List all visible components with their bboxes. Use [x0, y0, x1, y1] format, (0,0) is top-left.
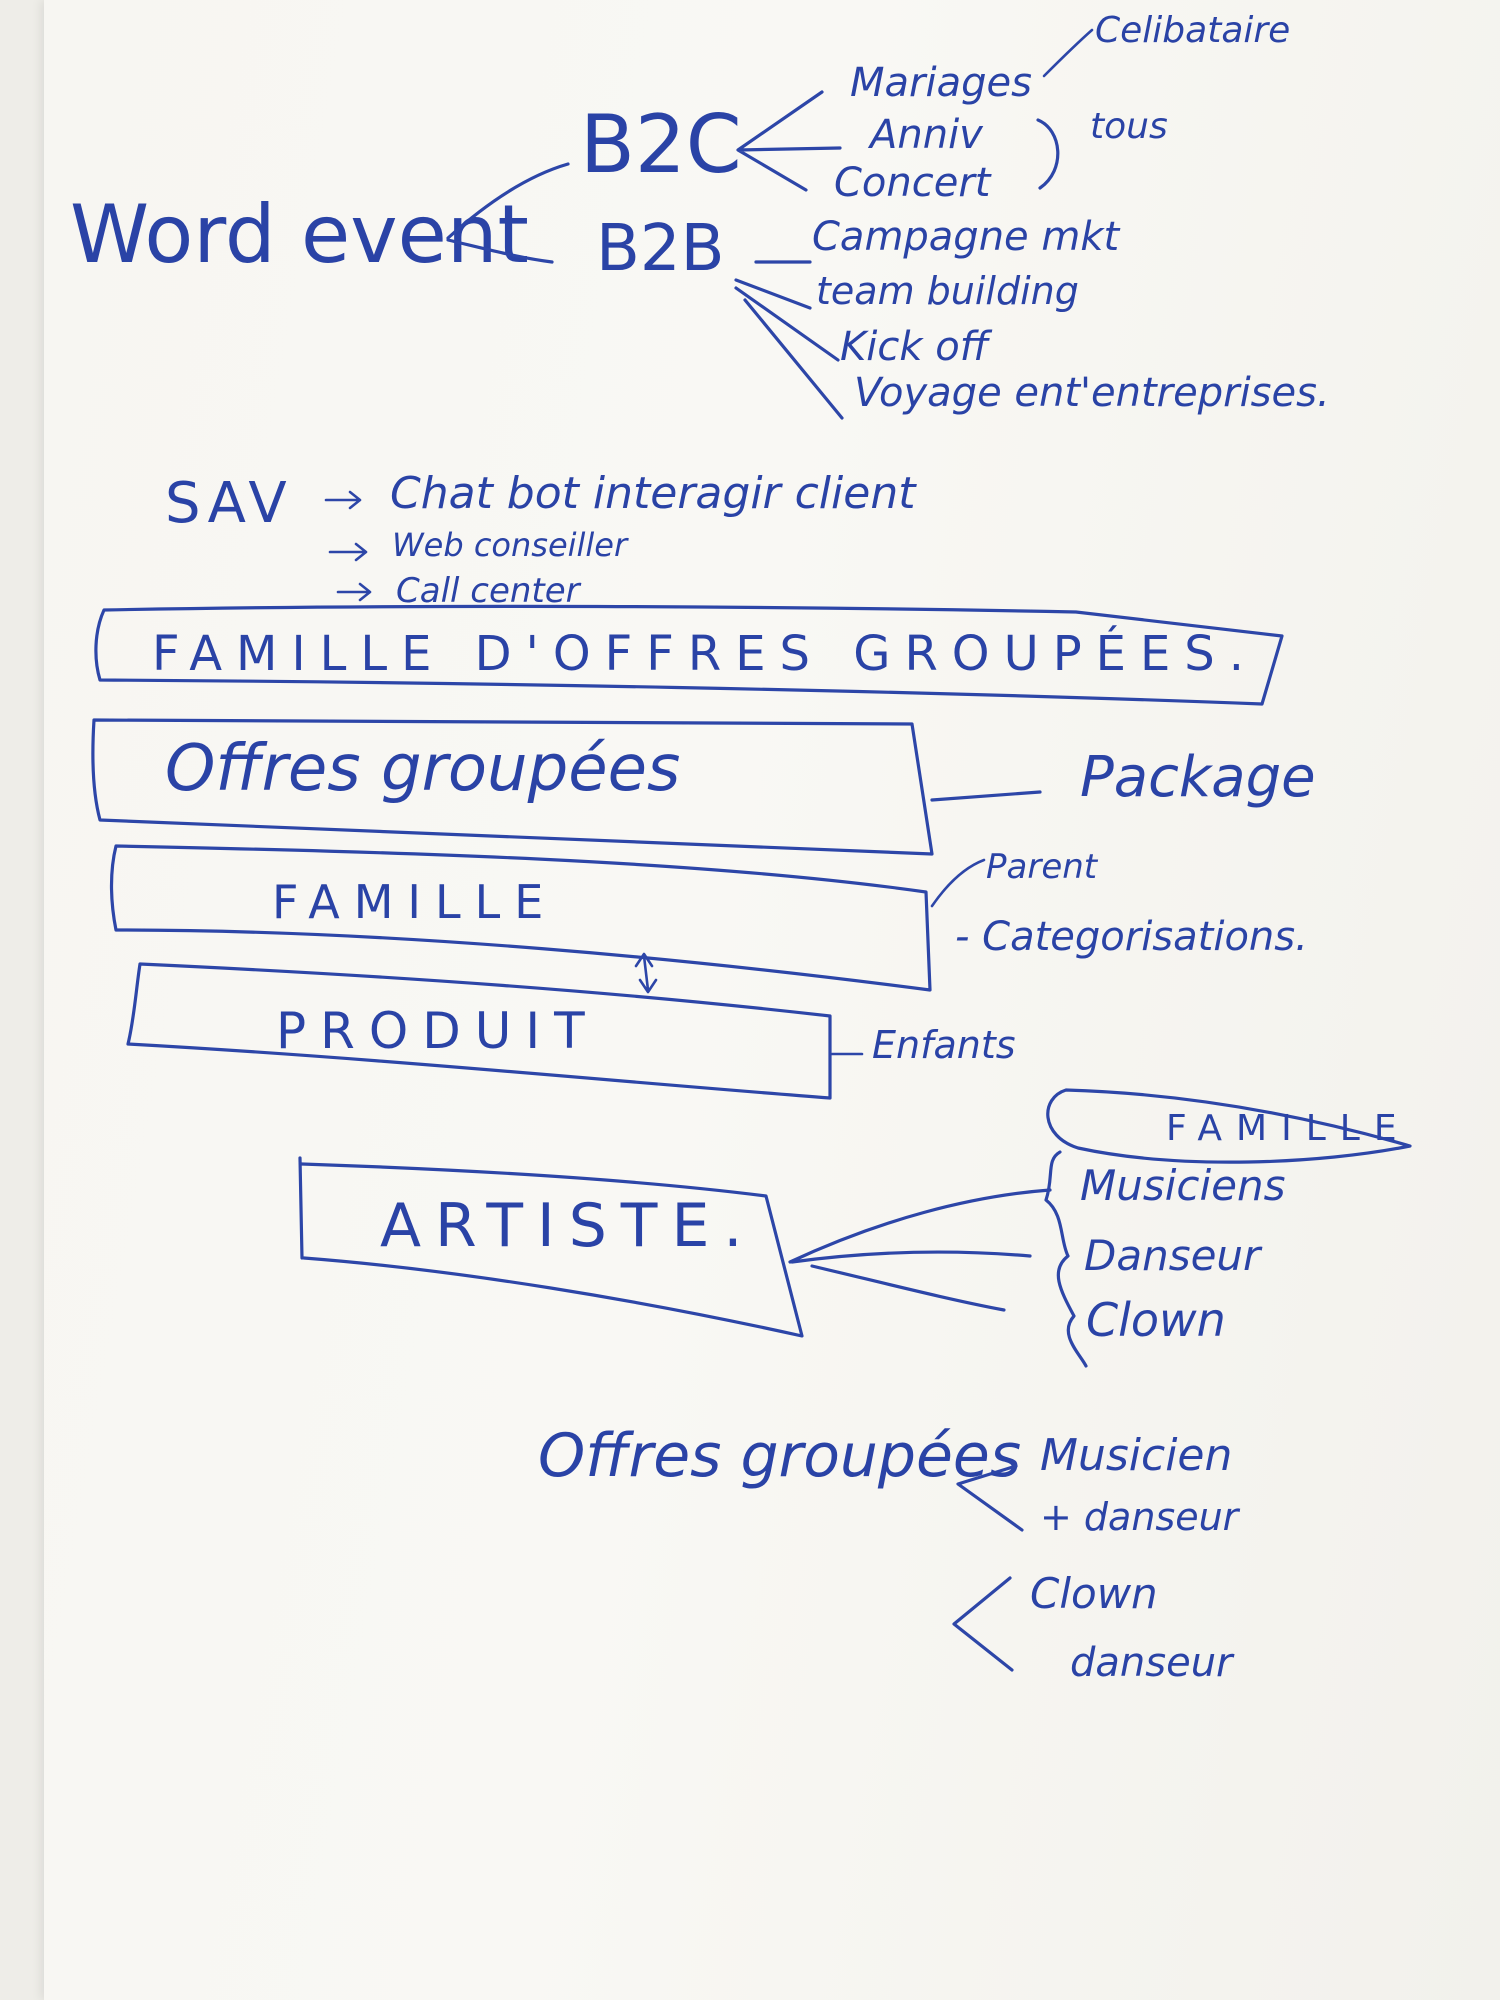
connector-b2c-celibataire: [1042, 28, 1094, 78]
b2c-item-concert: Concert: [834, 160, 992, 206]
artiste-item-danseur: Danseur: [1084, 1231, 1263, 1280]
box-famille: [109, 844, 932, 992]
artiste-item-clown: Clown: [1086, 1293, 1226, 1347]
connector-artiste-famille: [788, 1188, 1052, 1312]
annotation-enfants: Enfants: [872, 1023, 1016, 1067]
b2b-item-campagne: Campagne mkt: [812, 214, 1121, 260]
sav-item-chatbot: Chat bot interagir client: [390, 468, 917, 519]
b2c-item-anniv: Anniv: [867, 112, 984, 158]
box-offres-groupees: [91, 718, 934, 856]
sav-item-webconseiller: Web conseiller: [392, 526, 629, 564]
b2b-item-teambuilding: team building: [816, 269, 1079, 313]
box-offres-groupees-label: Offres groupées: [165, 732, 680, 806]
sav-item-callcenter: Call center: [396, 571, 582, 611]
artiste-item-musiciens: Musiciens: [1080, 1161, 1286, 1210]
b2c-note-celibataire: Celibataire: [1095, 10, 1290, 51]
box-artiste-label: ARTISTE.: [380, 1191, 756, 1261]
b2b-item-kickoff: Kick off: [840, 324, 993, 370]
box-artiste: [298, 1156, 804, 1338]
sav-arrow-1: [324, 490, 362, 510]
box-familles-offres-label: FAMILLE D'OFFRES GROUPÉES.: [152, 625, 1258, 682]
box-produit-label: PRODUIT: [276, 1002, 599, 1060]
b2b-item-voyage: Voyage ent'entreprises.: [854, 370, 1330, 416]
arrow-famille-produit: [634, 952, 658, 994]
connector-root-b2c: [446, 162, 570, 240]
b2c-item-mariages: Mariages: [850, 60, 1032, 106]
box-famille-label: FAMILLE: [272, 875, 557, 929]
offres-group1-danseur: + danseur: [1040, 1495, 1241, 1539]
connector-parent: [930, 858, 986, 908]
offres-group1-musicien: Musicien: [1040, 1430, 1232, 1481]
connector-root-b2b: [446, 238, 554, 264]
annotation-categorisations: - Categorisations.: [955, 914, 1308, 960]
b2b-label: B2B: [596, 212, 725, 286]
offres-group2-clown: Clown: [1030, 1569, 1158, 1618]
ellipse-famille: [1046, 1088, 1412, 1164]
root-word-event: Word event: [70, 188, 529, 281]
brace-artiste-famille: [1044, 1150, 1088, 1368]
connector-offres-group1: [956, 1464, 1024, 1532]
artiste-famille-title: FAMILLE: [1166, 1108, 1411, 1149]
connector-b2b-items: [734, 260, 844, 420]
connector-package: [930, 790, 1042, 802]
offres-group2-danseur: danseur: [1070, 1640, 1235, 1686]
box-produit: [126, 962, 832, 1100]
sav-arrow-3: [336, 582, 372, 602]
connector-offres-group2: [952, 1576, 1014, 1672]
box-familles-offres: [94, 604, 1284, 706]
b2c-label: B2C: [580, 98, 742, 191]
offres-bottom-label: Offres groupées: [538, 1421, 1021, 1491]
sav-arrow-2: [328, 542, 368, 562]
b2c-brace: [1036, 118, 1060, 190]
annotation-parent: Parent: [986, 847, 1099, 887]
sav-label: SAV: [165, 471, 293, 536]
annotation-package: Package: [1080, 745, 1316, 810]
b2c-note-tous: tous: [1090, 106, 1168, 147]
connector-b2c-items: [736, 90, 842, 192]
